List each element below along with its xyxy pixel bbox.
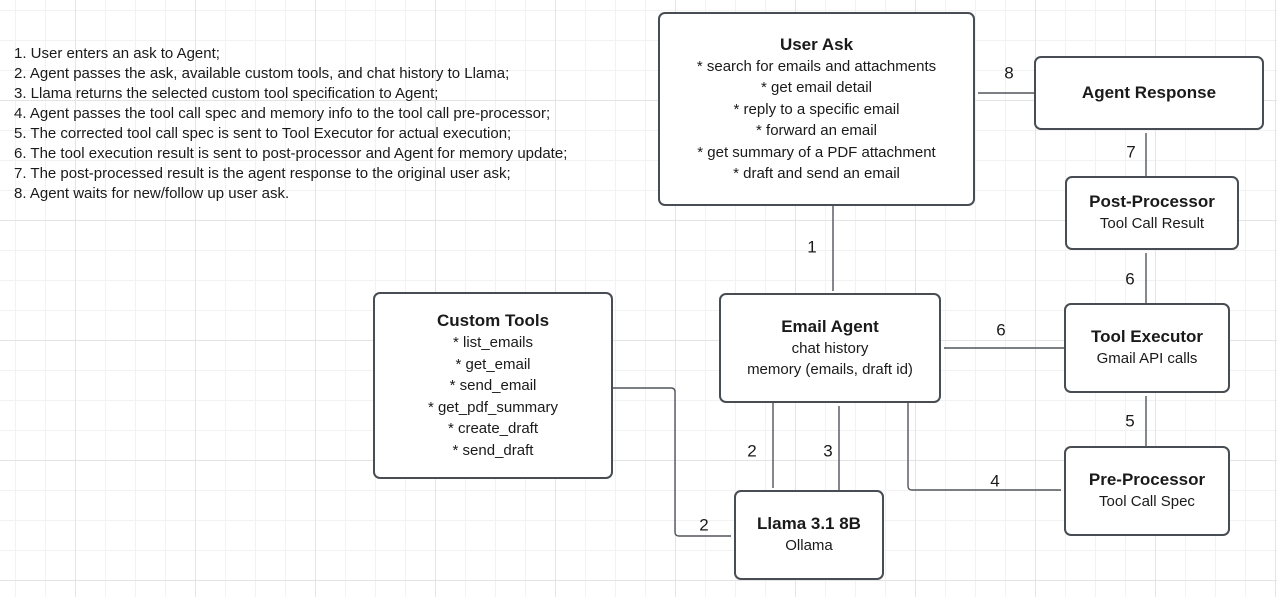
email-agent-line: chat history xyxy=(791,339,869,357)
llama-node[interactable]: Llama 3.1 8B Ollama xyxy=(734,490,884,580)
post-processor-node[interactable]: Post-Processor Tool Call Result xyxy=(1065,176,1239,250)
email-agent-line: memory (emails, draft id) xyxy=(747,361,913,378)
edge-label-step3: 3 xyxy=(823,441,833,461)
llama-subtitle: Ollama xyxy=(785,537,833,555)
user-ask-node[interactable]: User Ask * search for emails and attachm… xyxy=(658,12,975,206)
custom-tools-title: Custom Tools xyxy=(436,311,550,330)
custom-tools-item: * create_draft xyxy=(447,420,539,437)
agent-response-node[interactable]: Agent Response xyxy=(1034,56,1264,130)
agent-response-title: Agent Response xyxy=(1081,83,1217,102)
custom-tools-node[interactable]: Custom Tools * list_emails * get_email *… xyxy=(373,292,613,479)
note-line: 4. Agent passes the tool call spec and m… xyxy=(14,105,551,122)
workflow-notes: 1. User enters an ask to Agent; 2. Agent… xyxy=(14,44,567,204)
note-line: 1. User enters an ask to Agent; xyxy=(14,45,220,62)
note-line: 7. The post-processed result is the agen… xyxy=(14,165,511,182)
note-line: 6. The tool execution result is sent to … xyxy=(14,145,568,162)
user-ask-item: * reply to a specific email xyxy=(733,100,900,118)
tool-executor-title: Tool Executor xyxy=(1090,327,1204,347)
post-processor-title: Post-Processor xyxy=(1089,192,1215,212)
user-ask-item: * get summary of a PDF attachment xyxy=(697,143,936,161)
user-ask-title: User Ask xyxy=(779,34,854,54)
tool-executor-node[interactable]: Tool Executor Gmail API calls xyxy=(1064,303,1230,393)
custom-tools-item: * get_pdf_summary xyxy=(427,398,559,416)
custom-tools-item: * send_email xyxy=(449,377,537,394)
email-agent-node[interactable]: Email Agent chat history memory (emails,… xyxy=(719,293,941,403)
custom-tools-item: * list_emails xyxy=(452,334,534,351)
note-line: 2. Agent passes the ask, available custo… xyxy=(14,65,510,82)
edge-label-step2-tools: 2 xyxy=(699,515,709,535)
custom-tools-item: * get_email xyxy=(455,355,531,373)
pre-processor-node[interactable]: Pre-Processor Tool Call Spec xyxy=(1064,446,1230,536)
user-ask-item: * draft and send an email xyxy=(733,165,900,182)
edge-custom-tools-to-llama[interactable] xyxy=(613,387,731,537)
note-line: 3. Llama returns the selected custom too… xyxy=(14,85,439,102)
edge-label-step7: 7 xyxy=(1126,142,1136,162)
edge-label-step4: 4 xyxy=(990,471,1000,491)
user-ask-item: * search for emails and attachments xyxy=(696,57,937,75)
edge-label-step6-left: 6 xyxy=(996,320,1006,340)
edge-label-step1: 1 xyxy=(807,237,817,257)
user-ask-item: * forward an email xyxy=(756,122,877,139)
user-ask-item: * get email detail xyxy=(761,79,872,96)
post-processor-subtitle: Tool Call Result xyxy=(1099,215,1205,233)
edge-label-step2-agent: 2 xyxy=(747,441,757,461)
edge-email-agent-to-pre-processor[interactable] xyxy=(907,403,1061,491)
tool-executor-subtitle: Gmail API calls xyxy=(1096,350,1198,368)
email-agent-title: Email Agent xyxy=(781,316,879,336)
note-line: 5. The corrected tool call spec is sent … xyxy=(14,125,512,142)
edge-label-step5: 5 xyxy=(1125,411,1135,431)
pre-processor-subtitle: Tool Call Spec xyxy=(1099,493,1195,511)
pre-processor-title: Pre-Processor xyxy=(1088,470,1206,490)
edge-label-step6-up: 6 xyxy=(1125,269,1135,289)
edge-label-step8: 8 xyxy=(1004,63,1014,83)
note-line: 8. Agent waits for new/follow up user as… xyxy=(14,185,290,202)
custom-tools-item: * send_draft xyxy=(452,441,534,459)
llama-title: Llama 3.1 8B xyxy=(757,514,861,534)
